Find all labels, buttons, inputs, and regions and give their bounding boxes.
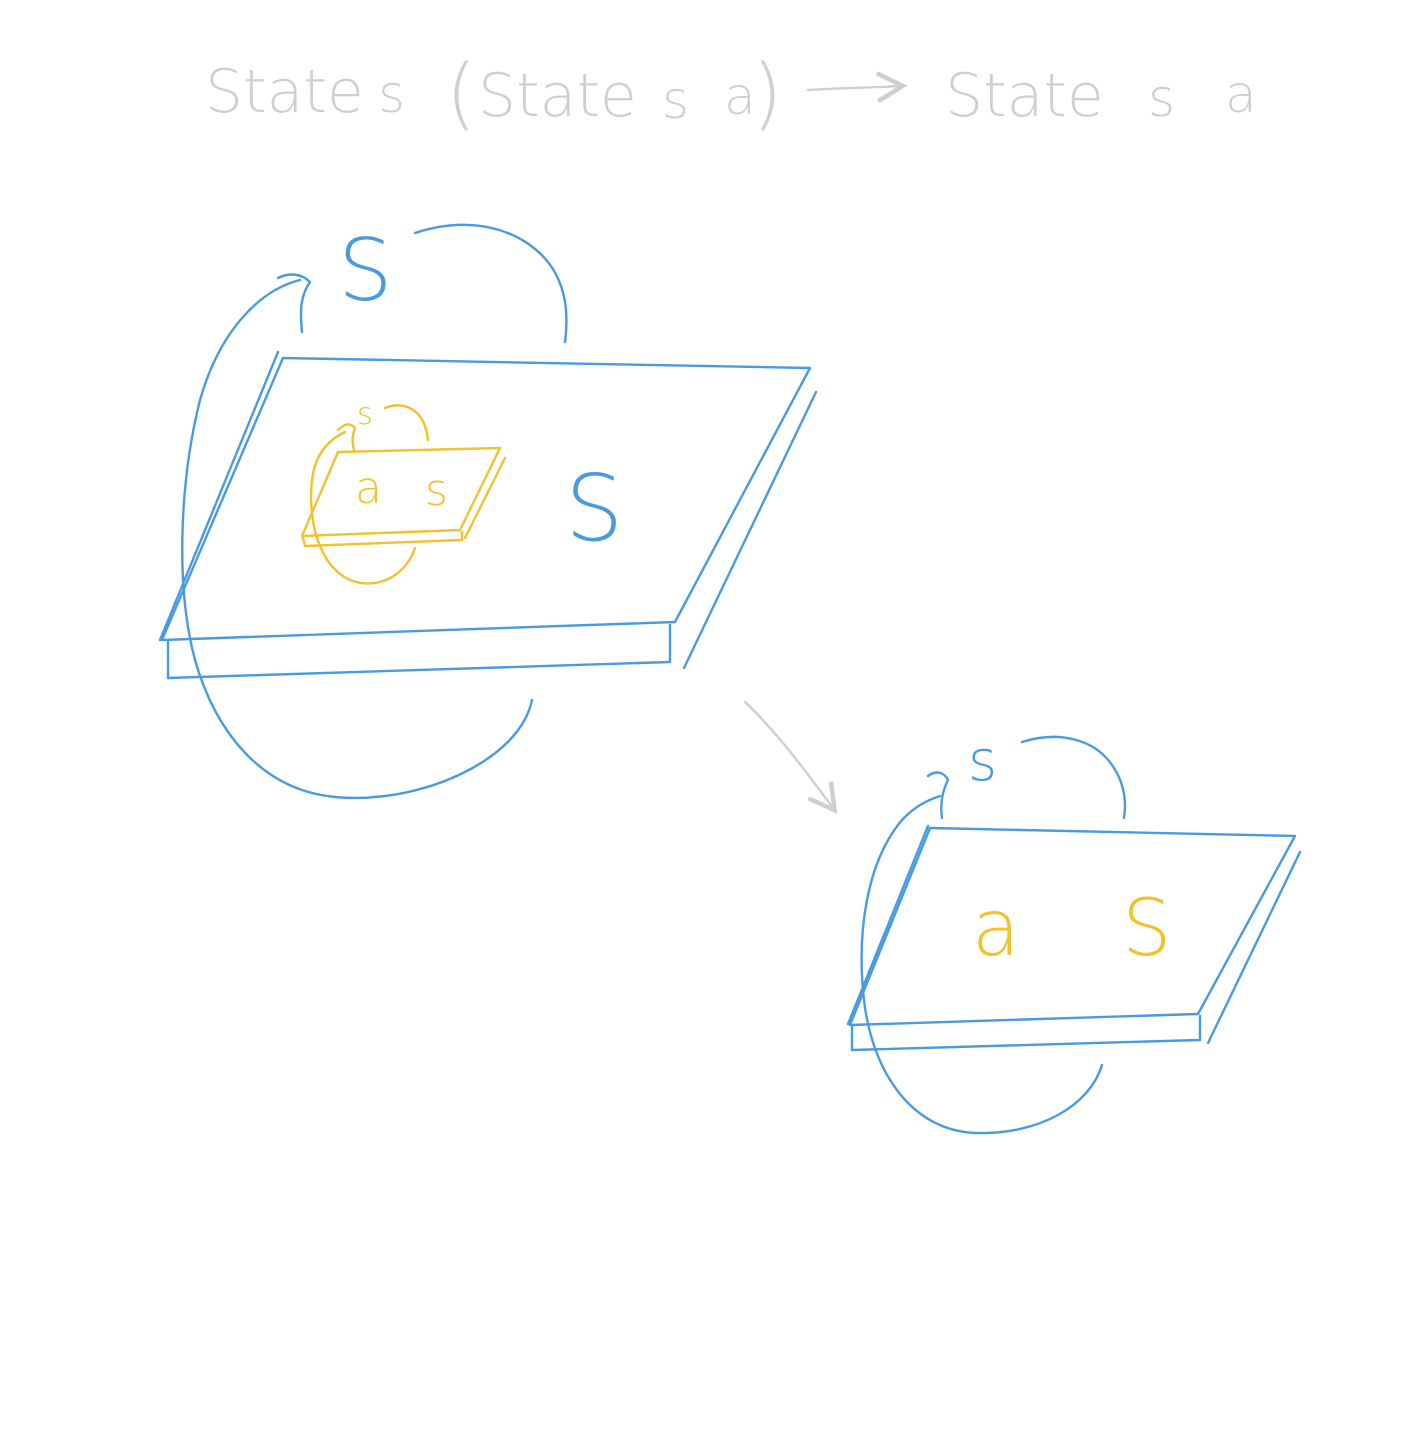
inner-loop-label: s [357,397,373,432]
outer-state-box: S S [158,221,818,800]
result-loop-label: s [968,729,997,794]
result-state-loop [1020,735,1127,820]
outer-box-top-face [160,356,812,642]
result-box-right-side [1206,850,1302,1045]
inner-state-loop [383,404,430,442]
result-box-top-face [848,826,1297,1027]
outer-box-right-side [682,390,818,670]
result-loop-arrowhead-icon [926,771,950,820]
inner-loop-arrowhead-icon [336,423,357,452]
inner-box-state-label: s [425,465,448,516]
inner-box-value-label: a [355,463,382,514]
result-state-loop-bottom [860,794,1104,1135]
outer-state-loop [413,223,568,344]
outer-loop-label: S [338,221,393,321]
title-lhs-inner-s: s [662,71,689,131]
title-open-paren: ( [446,49,476,139]
result-state-box: s a S [846,729,1302,1135]
title-rhs-a: a [1225,65,1257,125]
result-box-left-edge [846,824,930,1026]
outer-state-loop-bottom [181,278,534,800]
inner-box-front-side [301,530,464,548]
outer-loop-arrowhead-icon [276,273,312,334]
title-close-paren: ) [752,49,782,139]
inner-box-top-face [300,446,502,538]
type-signature: State s ( State s a ) State s a [205,49,1257,139]
title-lhs-outer-s: s [378,65,405,125]
outer-box-front-side [166,623,672,680]
outer-box-content-label: S [565,455,623,562]
title-lhs-outer-state: State [205,57,364,127]
title-arrow [806,71,908,104]
inner-state-box: s a s [300,397,507,585]
title-lhs-inner-a: a [724,67,756,127]
outer-box-left-edge [158,350,280,642]
title-lhs-inner-state: State [478,61,637,131]
result-box-value-label: a [972,884,1020,974]
result-box-front-side [850,1014,1202,1052]
inner-state-loop-bottom [310,430,417,585]
result-box-state-label: S [1122,884,1172,974]
title-rhs-s: s [1148,69,1175,129]
transform-arrow [743,700,838,814]
inner-box-right-side [463,456,507,540]
title-rhs-state: State [945,61,1104,131]
